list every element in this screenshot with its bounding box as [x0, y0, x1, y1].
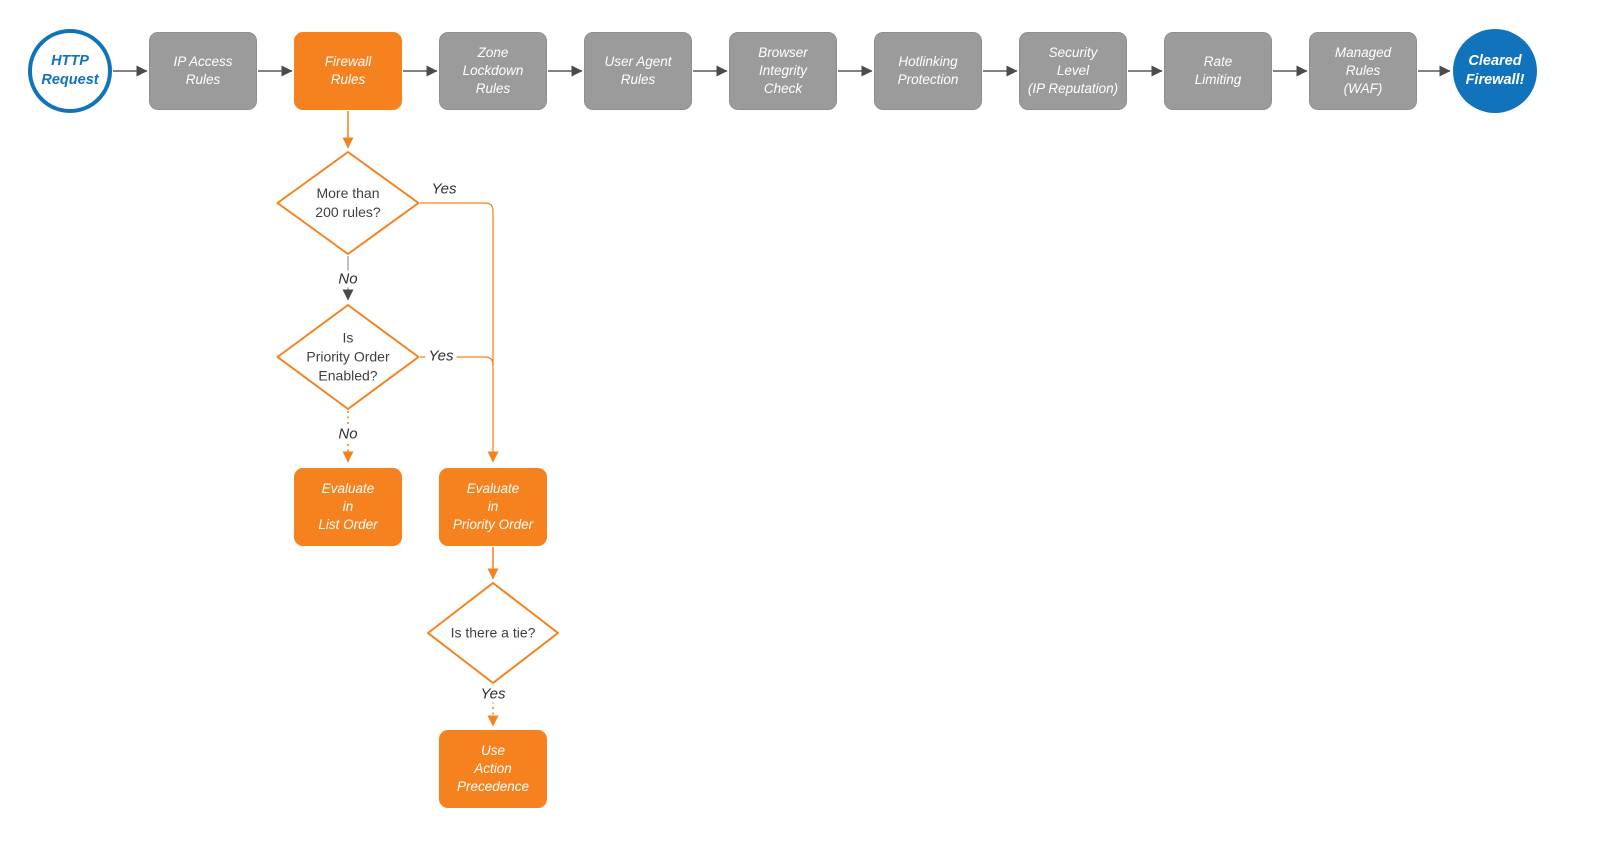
- box-use-action-precedence: Use Action Precedence: [439, 730, 547, 808]
- box-label: Evaluate in List Order: [318, 481, 378, 532]
- edge-label-yes-rules: Yes: [428, 180, 460, 198]
- box-label: Evaluate in Priority Order: [452, 481, 534, 532]
- box-label: Use Action Precedence: [456, 743, 530, 794]
- decision-priority-order-enabled-label: Is Priority Order Enabled?: [306, 329, 390, 384]
- step-hotlinking-protection: Hotlinking Protection: [874, 32, 982, 110]
- decision-priority-order-enabled-shape: [276, 304, 420, 410]
- step-label: Rate Limiting: [1194, 54, 1242, 87]
- end-node-cleared-firewall: Cleared Firewall!: [1453, 29, 1537, 113]
- edge-decision-rules-yes: [420, 202, 499, 463]
- start-node-label: HTTP Request: [41, 53, 99, 88]
- step-ip-access-rules: IP Access Rules: [149, 32, 257, 110]
- step-label: Security Level (IP Reputation): [1027, 45, 1119, 96]
- step-zone-lockdown-rules: Zone Lockdown Rules: [439, 32, 547, 110]
- edge-decision-priority-yes: [420, 356, 494, 366]
- box-evaluate-in-list-order: Evaluate in List Order: [294, 468, 402, 546]
- step-label: IP Access Rules: [173, 54, 233, 87]
- step-user-agent-rules: User Agent Rules: [584, 32, 692, 110]
- decision-more-than-200-rules-label: More than 200 rules?: [315, 185, 381, 220]
- start-node-http-request: HTTP Request: [28, 29, 112, 113]
- edge-label-no-priority: No: [335, 425, 361, 443]
- step-label: Firewall Rules: [324, 54, 372, 87]
- box-evaluate-in-priority-order: Evaluate in Priority Order: [439, 468, 547, 546]
- step-browser-integrity-check: Browser Integrity Check: [729, 32, 837, 110]
- step-managed-rules-waf: Managed Rules (WAF): [1309, 32, 1417, 110]
- edge-label-yes-tie: Yes: [477, 685, 509, 703]
- edge-label-yes-priority: Yes: [425, 347, 457, 365]
- end-node-label: Cleared Firewall!: [1465, 53, 1525, 88]
- step-label: User Agent Rules: [604, 54, 672, 87]
- edge-label-no-rules: No: [335, 270, 361, 288]
- decision-is-there-a-tie-label: Is there a tie?: [450, 624, 536, 641]
- step-label: Managed Rules (WAF): [1334, 45, 1392, 96]
- step-security-level-ip-reputation: Security Level (IP Reputation): [1019, 32, 1127, 110]
- decision-more-than-200-rules-shape: [276, 151, 420, 255]
- step-label: Zone Lockdown Rules: [462, 45, 524, 96]
- step-firewall-rules: Firewall Rules: [294, 32, 402, 110]
- decision-is-there-a-tie-shape: [427, 582, 559, 684]
- step-rate-limiting: Rate Limiting: [1164, 32, 1272, 110]
- step-label: Browser Integrity Check: [758, 45, 808, 96]
- step-label: Hotlinking Protection: [897, 54, 959, 87]
